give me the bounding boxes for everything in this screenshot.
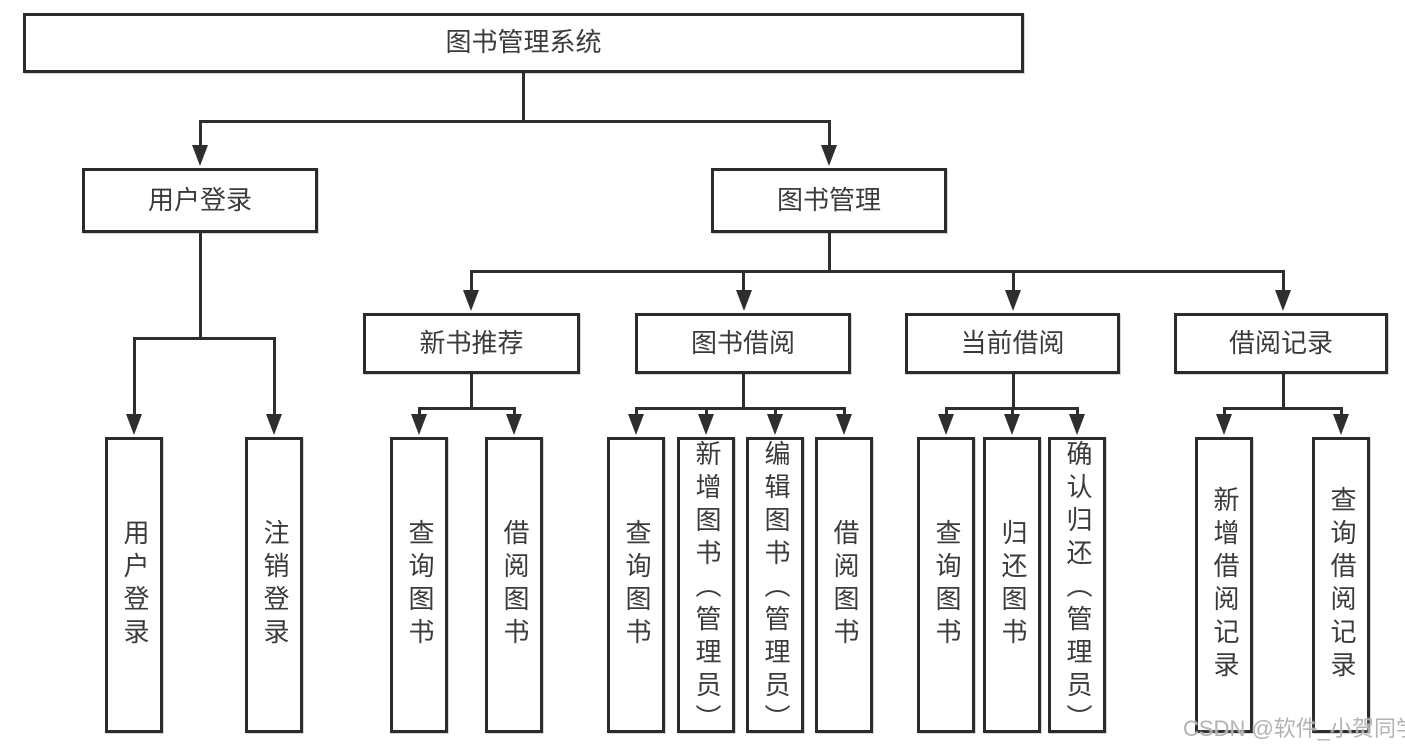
node-records-query-record: 查询借阅记录 — [1312, 437, 1370, 733]
arrow-down-icon — [698, 414, 714, 435]
node-borrow-edit-books-admin-label: 编辑图书（管理员） — [760, 440, 791, 737]
node-current-return-books-label: 归还图书 — [997, 519, 1028, 651]
connector-borrow-leaf-3 — [773, 407, 777, 418]
arrow-down-icon — [628, 414, 644, 435]
connector-current-leaf-1 — [944, 407, 948, 418]
node-borrow-add-books-admin: 新增图书（管理员） — [677, 437, 735, 737]
connector-to-borrow-records — [1281, 270, 1285, 294]
node-recommend-query-books: 查询图书 — [390, 437, 448, 733]
node-current-query-books: 查询图书 — [917, 437, 975, 733]
arrow-down-icon — [411, 414, 427, 435]
connector-user-login-vertical — [198, 233, 202, 337]
node-borrow-add-books-admin-label: 新增图书（管理员） — [691, 440, 722, 737]
node-user-login-label: 用户登录 — [147, 184, 252, 215]
node-logout-action: 注销登录 — [245, 437, 303, 733]
arrow-down-icon — [1216, 414, 1232, 435]
arrow-down-icon — [767, 414, 783, 435]
connector-borrow-horizontal — [634, 407, 846, 410]
node-records-add-record: 新增借阅记录 — [1195, 437, 1253, 733]
connector-to-book-borrow — [742, 270, 745, 294]
arrow-down-icon — [1005, 290, 1021, 311]
node-book-management: 图书管理 — [711, 168, 947, 233]
connector-recommend-leaf-2 — [512, 407, 516, 418]
connector-root-vertical — [521, 73, 525, 120]
connector-to-logout-leaf — [272, 337, 276, 417]
arrow-down-icon — [1004, 414, 1020, 435]
connector-current-leaf-3 — [1075, 407, 1079, 418]
connector-user-login-horizontal — [132, 337, 276, 340]
node-current-borrow-label: 当前借阅 — [960, 327, 1065, 358]
connector-borrow-leaf-1 — [634, 407, 638, 418]
node-book-management-label: 图书管理 — [776, 184, 881, 215]
node-current-confirm-return-admin: 确认归还（管理员） — [1048, 437, 1106, 737]
arrow-down-icon — [1333, 414, 1349, 435]
arrow-down-icon — [1275, 290, 1291, 311]
node-new-book-recommend-label: 新书推荐 — [419, 327, 524, 358]
connector-records-vertical — [1281, 374, 1285, 407]
connector-borrow-leaf-2 — [704, 407, 708, 418]
node-logout-action-label: 注销登录 — [259, 519, 290, 651]
node-borrow-borrow-books-label: 借阅图书 — [829, 519, 860, 651]
connector-recommend-horizontal — [417, 407, 516, 410]
node-current-return-books: 归还图书 — [983, 437, 1041, 733]
node-new-book-recommend: 新书推荐 — [363, 313, 580, 374]
connector-root-horizontal — [198, 120, 831, 123]
connector-to-new-book — [469, 270, 473, 294]
arrow-down-icon — [192, 145, 208, 166]
node-book-borrow-label: 图书借阅 — [690, 327, 795, 358]
node-login-action: 用户登录 — [105, 437, 163, 733]
node-borrow-records: 借阅记录 — [1174, 313, 1388, 374]
node-current-confirm-return-admin-label: 确认归还（管理员） — [1062, 440, 1093, 737]
arrow-down-icon — [506, 414, 522, 435]
node-borrow-borrow-books: 借阅图书 — [815, 437, 873, 733]
connector-book-management-horizontal — [469, 270, 1285, 273]
connector-recommend-vertical — [470, 374, 473, 407]
connector-to-login-leaf — [132, 337, 136, 417]
node-borrow-records-label: 借阅记录 — [1228, 327, 1333, 358]
arrow-down-icon — [836, 414, 852, 435]
node-current-borrow: 当前借阅 — [905, 313, 1120, 374]
node-borrow-query-books-label: 查询图书 — [621, 519, 652, 651]
node-book-borrow: 图书借阅 — [635, 313, 851, 374]
node-recommend-borrow-books-label: 借阅图书 — [499, 519, 530, 651]
node-root-label: 图书管理系统 — [445, 27, 602, 58]
connector-borrow-leaf-4 — [842, 407, 846, 418]
arrow-down-icon — [735, 290, 752, 311]
node-borrow-query-books: 查询图书 — [607, 437, 665, 733]
connector-book-management-vertical — [827, 233, 831, 270]
arrow-down-icon — [938, 414, 954, 435]
connector-recommend-leaf-1 — [417, 407, 421, 418]
node-records-add-record-label: 新增借阅记录 — [1209, 486, 1240, 684]
node-recommend-query-books-label: 查询图书 — [404, 519, 435, 651]
node-records-query-record-label: 查询借阅记录 — [1326, 486, 1357, 684]
arrow-down-icon — [821, 145, 837, 166]
node-current-query-books-label: 查询图书 — [931, 519, 962, 651]
connector-current-vertical — [1011, 374, 1015, 407]
connector-records-leaf-2 — [1339, 407, 1343, 418]
node-recommend-borrow-books: 借阅图书 — [485, 437, 543, 733]
node-root: 图书管理系统 — [23, 13, 1024, 73]
csdn-watermark: CSDN @软件_小贺同学 — [1183, 716, 1405, 741]
arrow-down-icon — [463, 290, 479, 311]
connector-current-leaf-2 — [1010, 407, 1014, 418]
connector-to-current-borrow — [1011, 270, 1015, 294]
connector-records-leaf-1 — [1222, 407, 1226, 418]
arrow-down-icon — [1069, 414, 1085, 435]
node-borrow-edit-books-admin: 编辑图书（管理员） — [746, 437, 804, 737]
connector-to-book-management — [827, 120, 831, 150]
node-user-login: 用户登录 — [82, 168, 318, 233]
connector-to-user-login — [198, 120, 202, 150]
arrow-down-icon — [126, 414, 142, 435]
connector-borrow-vertical — [741, 374, 745, 407]
node-login-action-label: 用户登录 — [119, 519, 150, 651]
arrow-down-icon — [266, 414, 282, 435]
connector-records-horizontal — [1222, 407, 1343, 410]
